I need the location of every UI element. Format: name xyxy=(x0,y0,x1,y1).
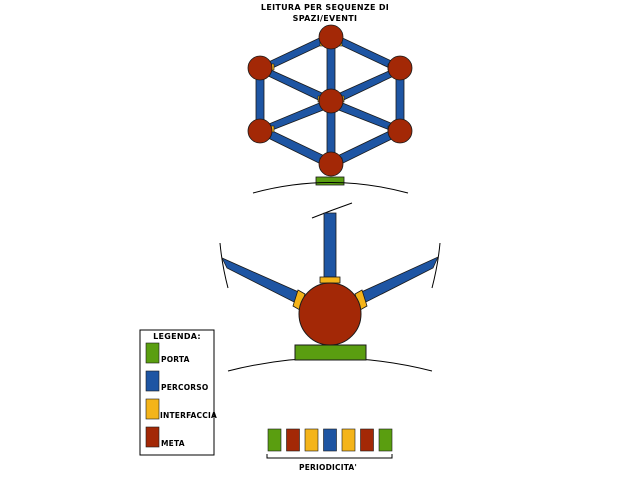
periodicity-swatch-porta xyxy=(267,428,282,452)
detail-node xyxy=(298,282,362,346)
node-lower-left xyxy=(247,118,273,144)
periodicity-swatch-interfaccia xyxy=(341,428,356,452)
diagram-title-line2: SPAZI/EVENTI xyxy=(293,14,358,23)
periodicity-swatch-porta xyxy=(378,428,393,452)
legend-swatch-porta xyxy=(145,342,160,364)
diagram-title-line1: LEITURA PER SEQUENZE DI xyxy=(261,3,389,12)
periodicity-bracket xyxy=(266,454,393,459)
detail-interface-top xyxy=(319,276,341,284)
node-top xyxy=(318,24,344,50)
detail-corridor-right xyxy=(356,256,439,305)
periodicity-swatch-interfaccia xyxy=(304,428,319,452)
arc-upper xyxy=(252,182,409,194)
boundary-right xyxy=(431,242,441,289)
legend-swatch-percorso xyxy=(145,370,160,392)
node-bottom xyxy=(318,151,344,177)
node-upper-left xyxy=(247,55,273,81)
node-upper-right xyxy=(387,55,413,81)
legend-swatch-interfaccia xyxy=(145,398,160,420)
periodicity-swatch-meta xyxy=(360,428,374,452)
legend: LEGENDA: PORTA PERCORSO INTERFACCIA META xyxy=(139,329,217,456)
arc-middle-break xyxy=(311,202,353,219)
network-entrance xyxy=(315,176,345,186)
legend-label-percorso: PERCORSO xyxy=(161,383,208,392)
legend-label-meta: META xyxy=(161,439,185,448)
detail-corridor-top xyxy=(323,212,337,278)
detail-entrance xyxy=(294,344,367,361)
legend-label-interfaccia: INTERFACCIA xyxy=(160,411,217,420)
legend-swatch-meta xyxy=(145,426,160,448)
legend-label-porta: PORTA xyxy=(161,355,190,364)
periodicity-label: PERIODICITA' xyxy=(299,463,357,472)
periodicity-swatch-meta xyxy=(286,428,300,452)
legend-title: LEGENDA: xyxy=(153,332,201,341)
network-corridors xyxy=(255,33,405,169)
node-center xyxy=(318,88,344,114)
network-nodes xyxy=(247,24,413,177)
periodicity-swatch-percorso xyxy=(323,428,337,452)
boundary-left xyxy=(219,242,229,289)
detail-corridor-left xyxy=(221,257,304,305)
node-lower-right xyxy=(387,118,413,144)
periodicity-sequence xyxy=(267,428,393,452)
